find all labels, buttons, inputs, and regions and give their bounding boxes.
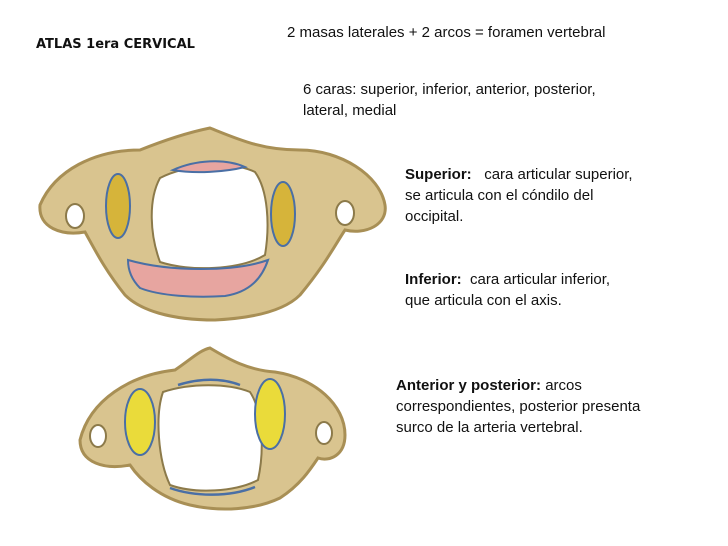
atlas-superior-foramen	[150, 164, 269, 270]
atlas-inferior-left-transverse-foramen	[89, 424, 107, 448]
atlas-inferior-anterior-arch	[177, 378, 241, 387]
atlas-superior-right-facet	[270, 181, 296, 247]
atlas-superior-posterior-arch	[126, 258, 270, 298]
atlas-superior-anterior-arch	[169, 160, 249, 174]
headline-text: 2 masas laterales + 2 arcos = foramen ve…	[287, 24, 606, 41]
faces-text: 6 caras: superior, inferior, anterior, p…	[303, 81, 596, 119]
superior-text: cara articular superior, se articula con…	[405, 166, 633, 225]
anterior-posterior-label: Anterior y posterior:	[396, 377, 542, 394]
atlas-inferior-right-facet	[254, 378, 286, 450]
inferior-label: Inferior:	[405, 271, 462, 288]
atlas-inferior-right-transverse-foramen	[315, 421, 333, 445]
anterior-posterior-description: Anterior y posterior: arcos correspondie…	[396, 375, 666, 438]
inferior-text: cara articular inferior, que articula co…	[405, 271, 611, 309]
atlas-inferior-left-facet	[124, 388, 156, 456]
atlas-superior-left-transverse-foramen	[65, 203, 85, 229]
atlas-superior-right-transverse-foramen	[335, 200, 355, 226]
atlas-inferior-foramen	[157, 384, 263, 492]
superior-description: Superior: cara articular superior, se ar…	[405, 164, 635, 227]
slide-title: ATLAS 1era CERVICAL	[36, 37, 195, 52]
superior-label: Superior:	[405, 166, 472, 183]
atlas-inferior-view	[78, 346, 347, 511]
atlas-superior-left-facet	[105, 173, 131, 239]
atlas-inferior-posterior-arch	[169, 485, 256, 496]
atlas-superior-view	[38, 126, 387, 322]
anterior-posterior-text: arcos correspondientes, posterior presen…	[396, 377, 641, 436]
inferior-description: Inferior: cara articular inferior, que a…	[405, 269, 635, 311]
